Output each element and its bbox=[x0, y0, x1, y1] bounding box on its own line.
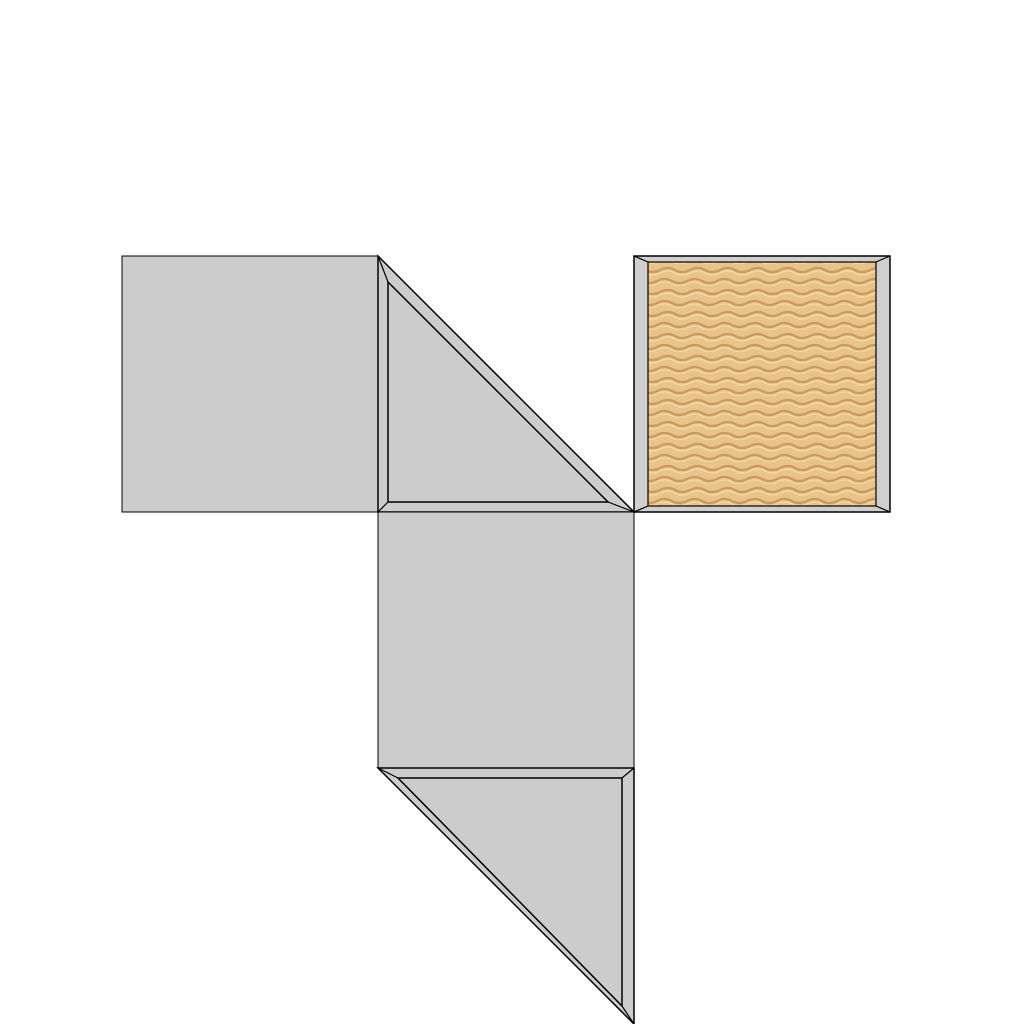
textured-square-face bbox=[633, 255, 891, 513]
upper-triangle-face bbox=[377, 254, 636, 513]
lower-triangle-face bbox=[376, 767, 635, 1024]
center-square-face bbox=[377, 511, 635, 769]
left-square-face bbox=[121, 255, 379, 513]
